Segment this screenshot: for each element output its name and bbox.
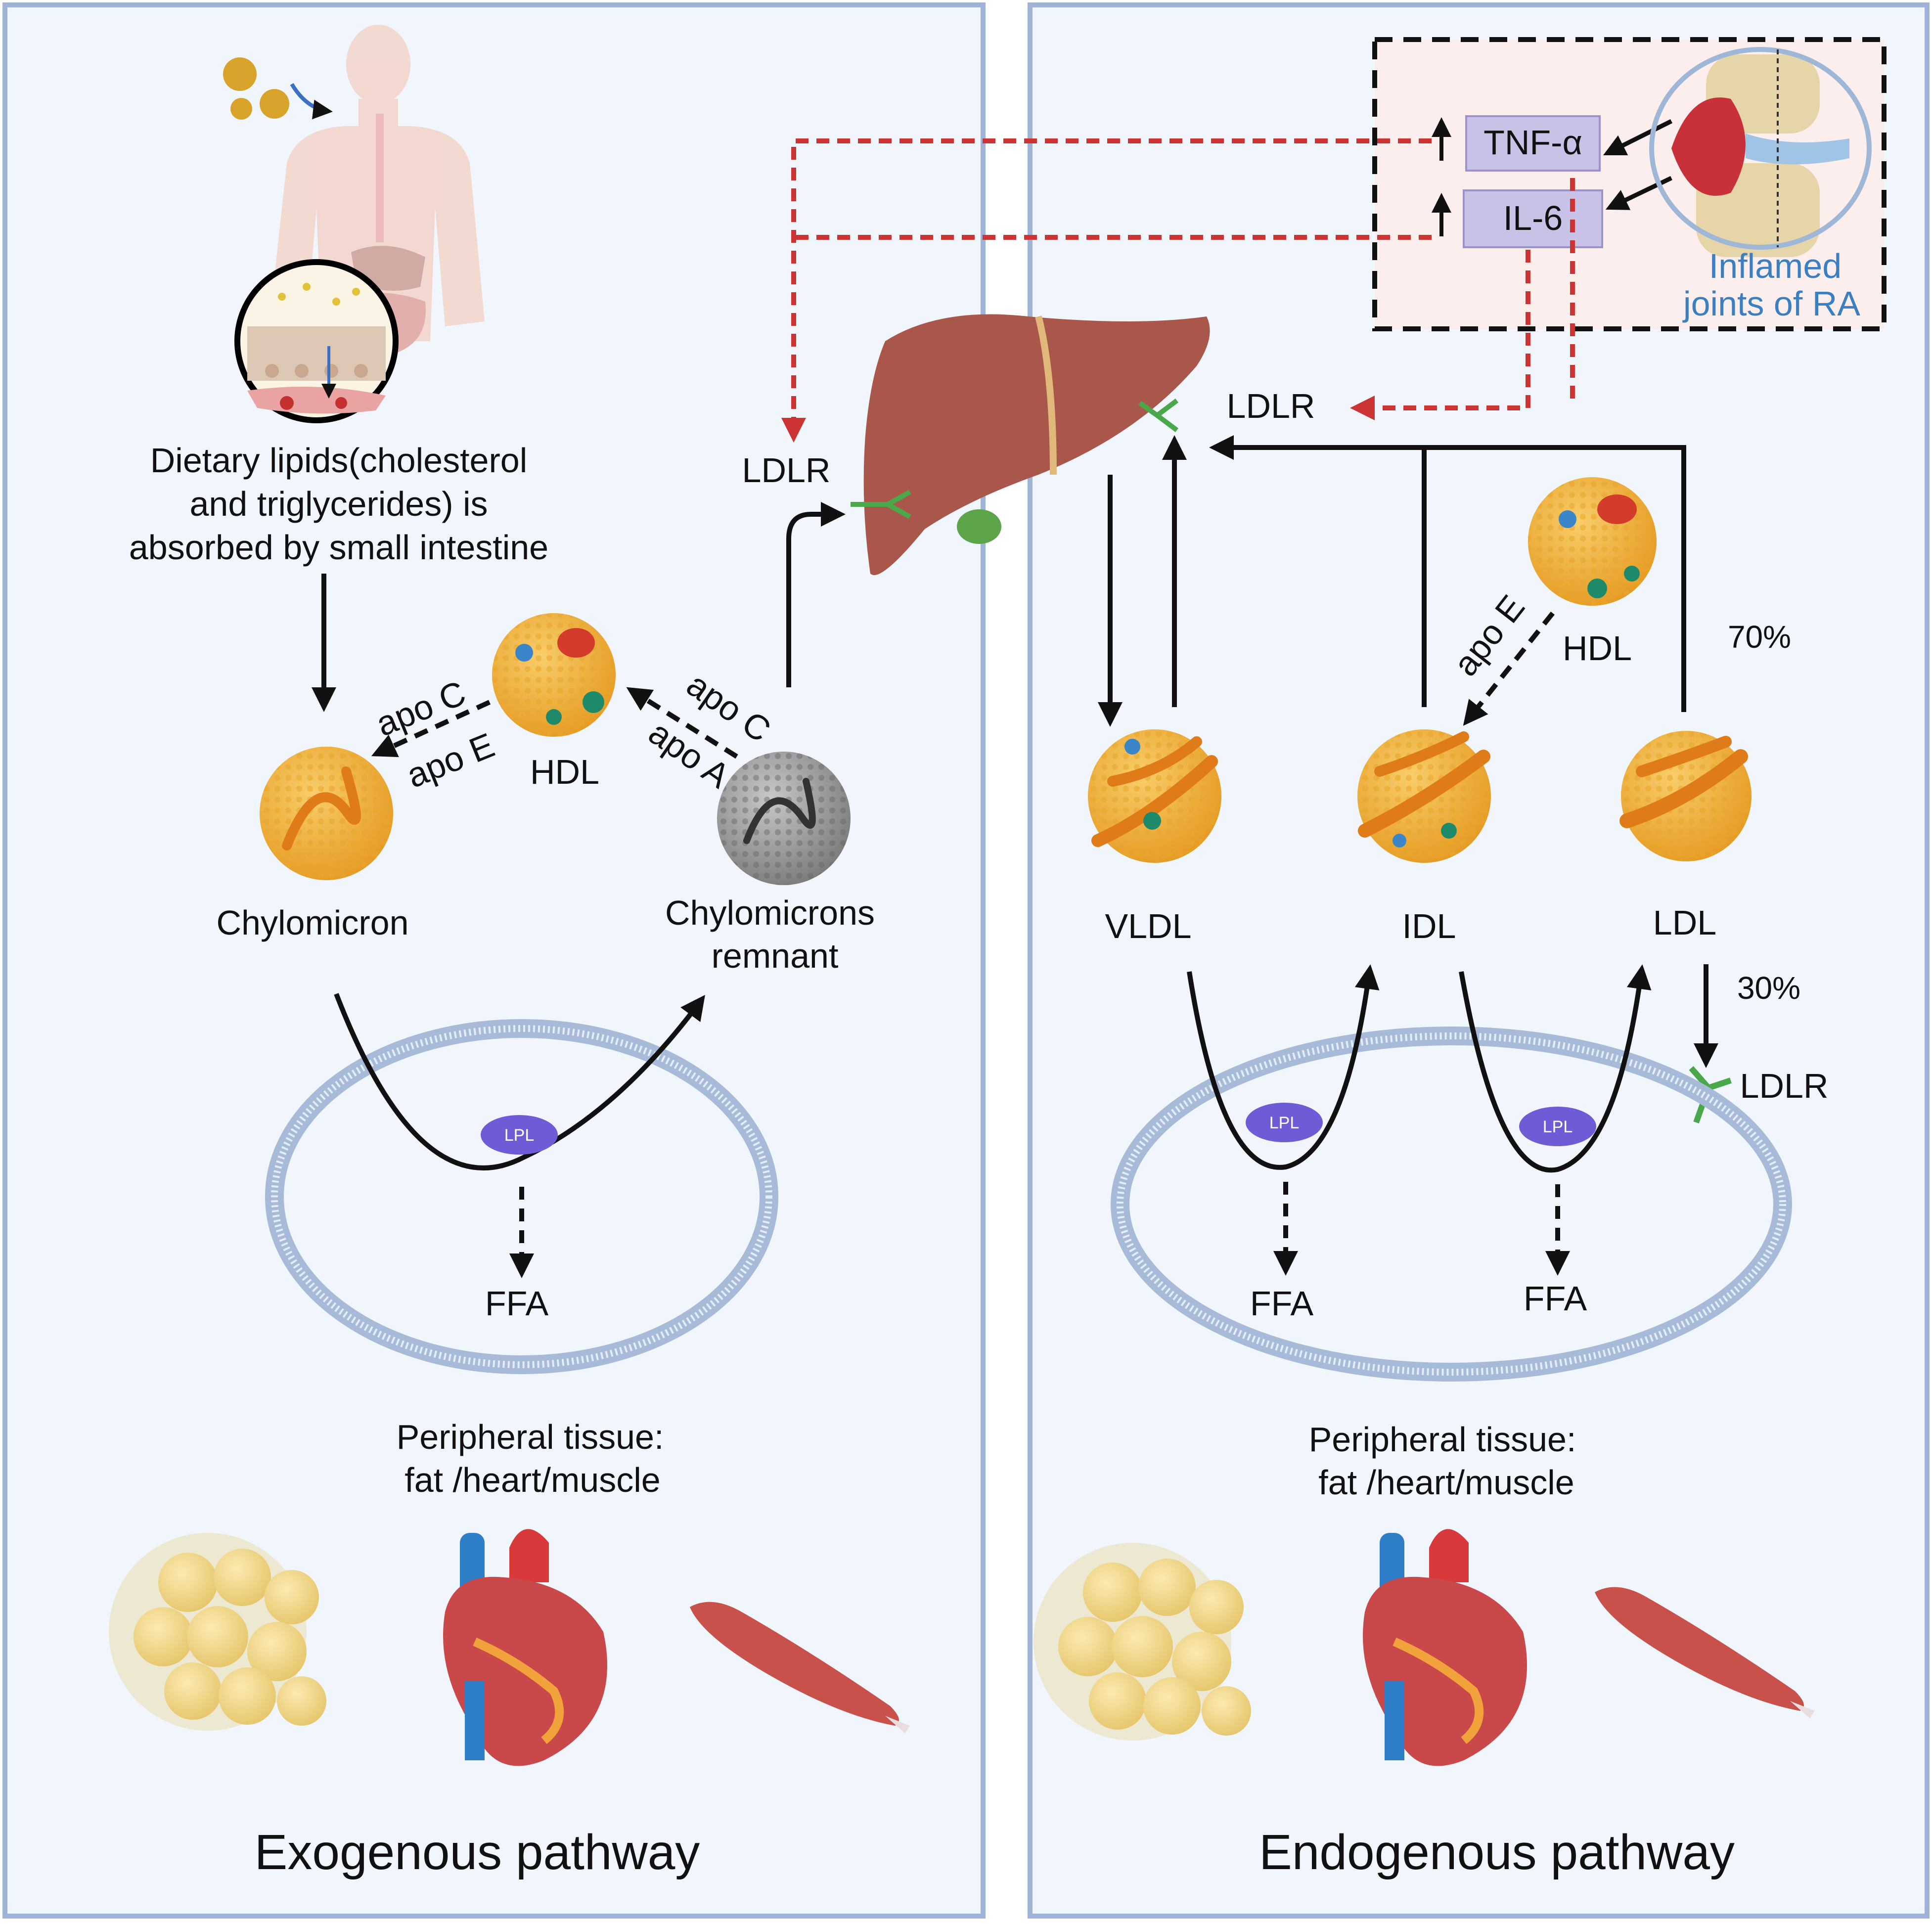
endogenous-pathway-title: Endogenous pathway [1259,1825,1735,1880]
svg-text:LPL: LPL [504,1126,535,1145]
vldl-label: VLDL [1105,907,1191,945]
apo-e-transfer-to-idl [1463,611,1555,726]
ldl-label: LDL [1653,903,1716,942]
ldlr-receptor-liver-left [851,490,911,519]
small-intestine-magnifier-icon [234,259,399,423]
svg-text:joints of RA: joints of RA [1682,284,1860,323]
vldl-particle [1088,729,1221,863]
chylomicron-label: Chylomicron [217,903,409,942]
peripheral-tissue-label-endogenous: Peripheral tissue: fat /heart/muscle [1309,1420,1576,1502]
muscle-icon-exogenous [690,1602,910,1733]
idl-particle [1357,729,1491,863]
chylomicron-particle [260,747,393,880]
idl-label: IDL [1402,907,1456,945]
svg-text:absorbed by small intestine: absorbed by small intestine [129,528,548,567]
lipolysis-curve-exogenous [334,993,705,1170]
hdl-particle-exogenous [492,613,616,737]
ffa-label-endogenous-1: FFA [1250,1284,1314,1323]
ldlr-label-peripheral: LDLR [1740,1067,1829,1105]
hdl-label-endogenous: HDL [1563,629,1632,668]
ldlr-label-liver-left: LDLR [742,451,831,490]
hdl-particle-endogenous [1528,477,1657,606]
joint-to-tnf-arrow [1603,119,1673,156]
remnant-to-liver-arrow [786,502,846,687]
svg-text:TNF-α: TNF-α [1483,123,1582,162]
fat-tissue-icon-endogenous [1033,1543,1251,1741]
ldlr-receptor-liver-right [1138,399,1178,432]
chylomicron-remnant-label: Chylomicrons remnant [665,894,875,975]
hdl-label-exogenous: HDL [530,753,599,791]
ldlr-label-liver-right: LDLR [1227,387,1315,425]
fat-tissue-icon-exogenous [109,1533,326,1731]
svg-text:fat /heart/muscle: fat /heart/muscle [404,1461,660,1499]
svg-text:Dietary lipids(cholesterol: Dietary lipids(cholesterol [150,441,528,480]
heart-icon-endogenous [1363,1529,1527,1766]
ffa-label-endogenous-2: FFA [1524,1279,1587,1318]
svg-text:Peripheral tissue:: Peripheral tissue: [397,1418,664,1456]
percent-30-label: 30% [1737,970,1800,1006]
svg-text:LPL: LPL [1543,1118,1573,1136]
tnf-to-ldlr-left-arrow [781,138,1432,443]
dietary-lipid-droplets-icon [223,57,333,120]
svg-text:fat /heart/muscle: fat /heart/muscle [1318,1463,1574,1502]
inflamed-joints-label: Inflamed joints of RA [1682,247,1860,323]
apo-transfer-to-hdl [626,687,738,759]
ldl-particle [1619,731,1752,861]
tnf-alpha-box: TNF-α [1465,115,1601,172]
lpl-enzyme-endogenous-2: LPL [1519,1107,1596,1146]
lpl-enzyme-exogenous: LPL [481,1115,558,1155]
lpl-enzyme-endogenous-1: LPL [1246,1103,1323,1142]
svg-text:Peripheral tissue:: Peripheral tissue: [1309,1420,1576,1459]
ffa-label-exogenous: FFA [485,1284,549,1323]
percent-70-label: 70% [1728,619,1791,655]
lipolysis-curve-idl [1459,964,1652,1173]
chylomicron-remnant-particle [717,752,851,885]
liver-icon [863,314,1210,576]
svg-text:Inflamed: Inflamed [1709,247,1842,285]
apo-transfer-to-chylomicron [371,700,491,758]
inflamed-joint-icon [1649,47,1872,257]
heart-icon-exogenous [443,1529,607,1766]
il6-to-ldlr-right-arrow [1350,250,1530,420]
peripheral-tissue-label-exogenous: Peripheral tissue: fat /heart/muscle [397,1418,664,1499]
exogenous-pathway-title: Exogenous pathway [255,1825,700,1880]
svg-text:remnant: remnant [712,937,839,975]
svg-text:IL-6: IL-6 [1503,199,1563,237]
lipolysis-curve-vldl [1187,964,1380,1170]
svg-text:and triglycerides) is: and triglycerides) is [190,485,488,523]
muscle-icon-endogenous [1595,1587,1815,1718]
svg-text:LPL: LPL [1269,1114,1300,1132]
dietary-lipids-label: Dietary lipids(cholesterol and triglycer… [129,441,548,567]
idl-ldl-to-liver-arrows [1214,447,1686,712]
il6-box: IL-6 [1463,189,1603,248]
svg-text:Chylomicrons: Chylomicrons [665,894,875,932]
